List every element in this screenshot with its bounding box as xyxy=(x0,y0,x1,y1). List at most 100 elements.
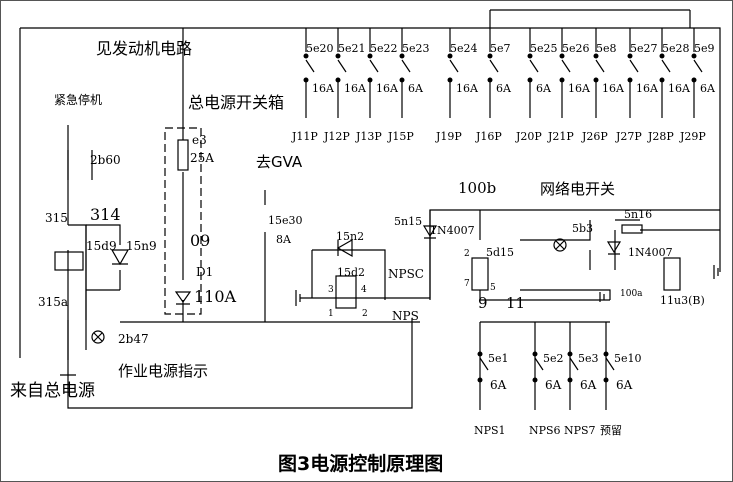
breaker-rating: 16A xyxy=(602,82,625,95)
figure-caption: 图3电源控制原理图 xyxy=(278,452,443,475)
breaker-port: NPS7 xyxy=(564,424,596,437)
breaker-port: 预留 xyxy=(600,424,622,437)
breaker-rating: 16A xyxy=(312,82,335,95)
top-breaker-group: 5e2016AJ11P5e2116AJ12P5e2216AJ13P5e236AJ… xyxy=(291,28,716,143)
from-main-power-label: 来自总电源 xyxy=(10,381,95,401)
breaker-name: 5e10 xyxy=(614,352,642,365)
ground-symbols xyxy=(295,265,719,306)
breaker-rating: 6A xyxy=(490,378,507,392)
breaker-name: 5e20 xyxy=(306,42,334,55)
breaker-name: 5e3 xyxy=(578,352,599,365)
lamp-5b3-label: 5b3 xyxy=(572,222,593,235)
bottom-breaker-5e3: 5e3 6A NPS7 xyxy=(564,351,599,437)
breaker-5e28: 5e28 16A J28P xyxy=(647,28,691,143)
breaker-rating: 6A xyxy=(700,82,716,95)
breaker-name: 5e1 xyxy=(488,352,509,365)
relay-pin-4: 4 xyxy=(361,285,367,295)
breaker-port: J26P xyxy=(581,130,608,143)
breaker-15e30-label: 15e30 xyxy=(268,214,303,227)
diode-5n15-symbol xyxy=(422,225,438,239)
relay-pin-2: 2 xyxy=(362,309,368,319)
breaker-name: 5e8 xyxy=(596,42,617,55)
breaker-name: 5e28 xyxy=(662,42,690,55)
breaker-port: J20P xyxy=(515,130,542,143)
diode-15n9-label: 15n9 xyxy=(126,239,157,253)
fuse-e3-rating: 25A xyxy=(190,151,214,165)
breaker-rating: 6A xyxy=(536,82,552,95)
fuse-e3-label: e3 xyxy=(192,133,207,147)
node-315: 315 xyxy=(45,211,68,225)
breaker-rating: 16A xyxy=(456,82,479,95)
breaker-rating: 6A xyxy=(496,82,512,95)
breaker-port: J15P xyxy=(387,130,414,143)
node-09: 09 xyxy=(190,231,210,250)
breaker-rating: 6A xyxy=(580,378,597,392)
breaker-name: 5e26 xyxy=(562,42,590,55)
breaker-rating: 16A xyxy=(344,82,367,95)
relay-15d9-label: 15d9 xyxy=(86,239,117,253)
breaker-port: J12P xyxy=(323,130,350,143)
breaker-port: J28P xyxy=(647,130,674,143)
relay-pin-3: 3 xyxy=(328,285,334,295)
to-gva-label: 去GVA xyxy=(256,153,303,171)
indicator-lamp-5b3 xyxy=(553,238,567,252)
diode-5n16-label: 5n16 xyxy=(624,208,652,221)
engine-circuit-label: 见发动机电路 xyxy=(96,39,192,58)
relay-5d15-coil xyxy=(471,257,489,291)
breaker-rating: 16A xyxy=(668,82,691,95)
breaker-15e30-rating: 8A xyxy=(276,233,292,246)
diode-15n9-symbol xyxy=(110,249,130,266)
breaker-port: J29P xyxy=(679,130,706,143)
relay-11u3-label: 11u3(B) xyxy=(660,294,705,307)
relay2-pin-7: 7 xyxy=(464,279,470,289)
indicator-lamp-2b47 xyxy=(91,330,105,344)
network-switch-label: 网络电开关 xyxy=(540,180,615,198)
text-labels: 见发动机电路 紧急停机 总电源开关箱 去GVA 来自总电源 作业电源指示 网络电… xyxy=(10,39,705,475)
breaker-port: J13P xyxy=(355,130,382,143)
breaker-rating: 6A xyxy=(616,378,633,392)
component-symbols xyxy=(54,139,681,344)
lamp-2b47-label: 2b47 xyxy=(118,332,149,346)
npsc-label: NPSC xyxy=(388,267,424,281)
breaker-port: J11P xyxy=(291,130,318,143)
relay-15d2-label: 15d2 xyxy=(337,266,365,279)
node-11: 11 xyxy=(506,294,525,312)
breaker-name: 5e7 xyxy=(490,42,511,55)
switch-2b60-label: 2b60 xyxy=(90,153,121,167)
relay-11u3-coil xyxy=(663,257,681,291)
breaker-port: NPS6 xyxy=(529,424,561,437)
breaker-rating: 16A xyxy=(636,82,659,95)
diode-5n15-part: 1N4007 xyxy=(430,224,475,237)
breaker-5e9: 5e9 6A J29P xyxy=(679,28,716,143)
node-9: 9 xyxy=(478,294,488,312)
diode-5n16-part: 1N4007 xyxy=(628,246,673,259)
breaker-rating: 6A xyxy=(545,378,562,392)
bottom-breaker-5e2: 5e2 6A NPS6 xyxy=(529,351,564,437)
relay-15d2-coil xyxy=(335,275,357,309)
breaker-rating: 16A xyxy=(568,82,591,95)
diode-d1-rating: 110A xyxy=(194,287,237,306)
breaker-rating: 6A xyxy=(408,82,424,95)
fuse-e3 xyxy=(177,139,189,171)
breaker-port: J27P xyxy=(615,130,642,143)
bottom-breaker-5e10: 5e10 6A 预留 xyxy=(600,351,642,437)
wiring xyxy=(19,9,721,410)
breaker-rating: 16A xyxy=(376,82,399,95)
main-power-box-label: 总电源开关箱 xyxy=(188,93,284,112)
terminal-block xyxy=(621,224,643,234)
diode-15n2-symbol xyxy=(336,238,353,258)
relay-pin-1: 1 xyxy=(328,309,334,319)
breaker-name: 5e2 xyxy=(543,352,564,365)
breaker-name: 5e9 xyxy=(694,42,715,55)
node-315a: 315a xyxy=(38,295,68,309)
diode-5n15-label: 5n15 xyxy=(394,215,422,228)
nps-label: NPS xyxy=(392,309,419,323)
